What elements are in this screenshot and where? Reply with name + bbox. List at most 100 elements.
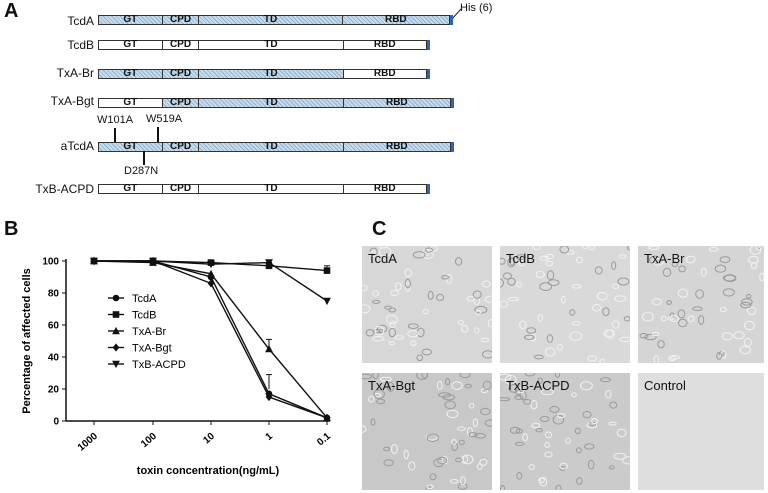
- cell-outline: [384, 305, 392, 310]
- domain-gt: GT: [99, 98, 163, 108]
- cell-outline: [458, 439, 465, 446]
- cell-outline: [623, 316, 630, 322]
- cell-outline: [613, 452, 627, 460]
- cell-outline: [516, 472, 523, 480]
- cell-outline: [611, 261, 617, 271]
- cell-outline: [759, 272, 764, 282]
- data-point: [265, 392, 273, 402]
- cell-outline: [457, 319, 464, 326]
- cell-outline: [574, 427, 581, 435]
- cell-outline: [614, 295, 627, 302]
- domain-cpd: CPD: [163, 40, 200, 50]
- cell-outline: [677, 288, 689, 298]
- cell-outline: [372, 290, 380, 297]
- cell-outline: [677, 309, 686, 319]
- mutation-label-w519a: W519A: [146, 113, 183, 125]
- cell-outline: [644, 333, 657, 341]
- cell-outline: [557, 413, 566, 419]
- cell-outline: [539, 416, 550, 422]
- cell-outline: [660, 315, 667, 322]
- cell-outline: [739, 345, 751, 355]
- cell-outline: [404, 278, 411, 289]
- cell-outline: [441, 275, 449, 280]
- cell-outline: [571, 321, 581, 326]
- micrograph-label: TxB-ACPD: [506, 378, 570, 393]
- cell-outline: [474, 327, 480, 334]
- domain-gt: GT: [99, 69, 163, 79]
- micrograph-label: TxA-Bgt: [368, 378, 415, 393]
- cell-texture: [500, 246, 630, 363]
- cell-outline: [525, 373, 535, 377]
- cell-outline: [569, 309, 576, 316]
- cell-outline: [719, 256, 731, 264]
- cell-outline: [412, 251, 426, 259]
- cell-outline: [677, 318, 688, 328]
- mutation-tick-w101a: [114, 128, 116, 142]
- cell-outline: [700, 267, 707, 277]
- cell-outline: [545, 260, 554, 267]
- cell-outline: [596, 291, 608, 301]
- x-tick-label: 10: [201, 431, 217, 447]
- cell-outline: [500, 278, 504, 288]
- legend-label: TcdB: [132, 310, 156, 322]
- cell-outline: [436, 293, 445, 302]
- legend-marker: [112, 311, 120, 318]
- cell-outline: [444, 400, 456, 410]
- cell-outline: [376, 398, 386, 405]
- domain-rbd: RBD: [342, 15, 451, 25]
- cell-outline: [716, 352, 722, 360]
- cell-outline: [362, 425, 367, 433]
- cell-outline: [555, 484, 562, 490]
- cell-outline: [544, 441, 551, 448]
- cell-outline: [531, 422, 541, 429]
- cell-outline: [580, 381, 593, 391]
- cell-outline: [537, 377, 543, 384]
- cell-outline: [695, 289, 704, 299]
- cell-outline: [755, 246, 764, 251]
- cell-outline: [416, 354, 424, 362]
- cell-outline: [649, 255, 661, 265]
- cell-outline: [740, 301, 752, 309]
- cell-texture: [362, 373, 492, 490]
- cell-outline: [662, 267, 672, 277]
- cell-outline: [671, 261, 678, 268]
- x-tick-label: 100: [139, 431, 159, 450]
- micrograph-5: Control: [638, 373, 764, 490]
- cell-outline: [571, 284, 582, 289]
- mutation-label-d287n: D287N: [124, 165, 159, 177]
- cell-outline: [588, 246, 596, 250]
- cell-outline: [441, 456, 449, 465]
- cell-outline: [410, 340, 417, 347]
- legend-marker: [112, 360, 120, 369]
- cell-outline: [404, 268, 412, 278]
- cell-texture: [500, 373, 630, 490]
- cell-outline: [692, 306, 703, 312]
- cell-outline: [666, 300, 673, 305]
- cell-outline: [535, 270, 545, 279]
- cell-outline: [365, 329, 375, 337]
- cell-outline: [616, 428, 627, 438]
- cell-outline: [617, 277, 630, 286]
- cell-outline: [451, 439, 457, 445]
- cell-outline: [745, 294, 752, 299]
- cell-outline: [393, 335, 405, 340]
- cell-outline: [687, 315, 695, 323]
- his-tag-marker: [451, 98, 454, 108]
- cell-outline: [442, 394, 456, 401]
- cell-outline: [421, 373, 428, 379]
- cell-outline: [469, 402, 475, 409]
- cell-outline: [539, 282, 553, 291]
- domain-cpd: CPD: [162, 15, 200, 25]
- y-tick-label: 0: [53, 417, 59, 428]
- data-point: [323, 297, 331, 306]
- cell-outline: [605, 389, 612, 399]
- cell-outline: [671, 258, 678, 263]
- cell-outline: [592, 303, 602, 312]
- y-axis-label: Percentage of affected cells: [21, 268, 33, 414]
- cell-outline: [539, 255, 550, 261]
- cell-outline: [559, 246, 570, 254]
- cell-outline: [451, 442, 459, 451]
- cell-outline: [559, 462, 568, 470]
- cell-outline: [569, 331, 583, 341]
- domain-cpd: CPD: [162, 142, 200, 152]
